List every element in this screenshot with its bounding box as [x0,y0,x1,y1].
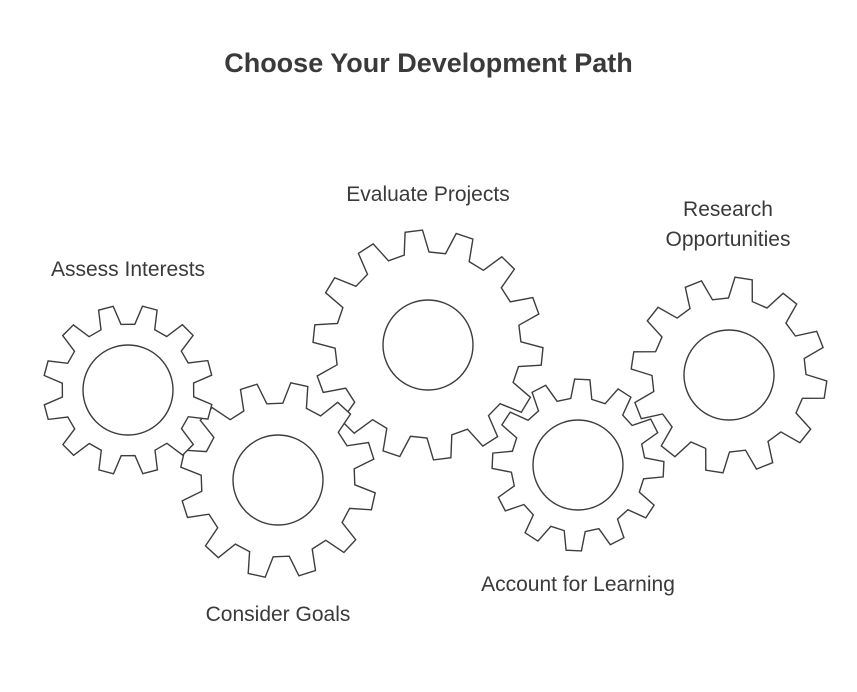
label-line: Consider Goals [205,603,351,626]
gear-hub [232,434,324,526]
gear-hub [82,344,174,436]
label-line: Research [683,198,773,221]
step-label-research: Research Opportunities [638,195,818,255]
diagram-title: Choose Your Development Path [224,48,633,78]
gear-hub [683,329,775,421]
label-line: Account for Learning [481,573,675,596]
gear-icon [312,229,544,461]
gear-icon [630,276,828,474]
gear-hub [532,419,624,511]
label-line: Opportunities [665,228,791,251]
gear-icon [491,378,665,552]
gear-icon [43,305,213,475]
gear-icon [179,381,377,579]
step-label-evaluate: Evaluate Projects [318,180,538,210]
label-line: Evaluate Projects [346,183,510,206]
step-label-consider: Consider Goals [178,600,378,630]
gear-hub [382,299,474,391]
step-label-assess: Assess Interests [28,255,228,285]
step-label-account: Account for Learning [453,570,703,600]
label-line: Assess Interests [50,258,206,281]
